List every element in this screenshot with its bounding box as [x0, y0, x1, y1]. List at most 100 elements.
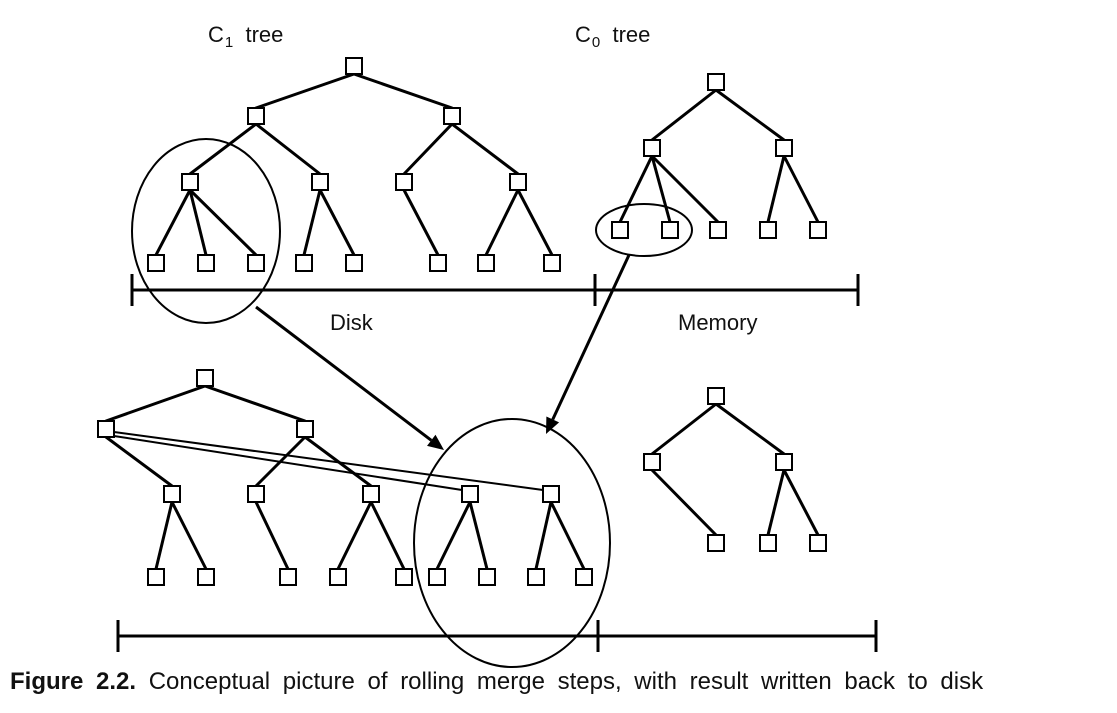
merged-c1-tree-edge [154, 500, 174, 571]
c1-tree-node [509, 173, 527, 191]
c0-tree-node [809, 221, 827, 239]
c0-letter: C [575, 22, 591, 47]
c0-tree-edge [618, 154, 654, 224]
c1-tree-edge [352, 72, 454, 110]
c1-tree-edge [302, 188, 322, 257]
c0-to-merge-arrow-head [546, 416, 560, 434]
merged-c1-tree-node [279, 568, 297, 586]
merged-c1-tree-edge [104, 435, 174, 488]
merge-pointer-line [113, 435, 463, 491]
merged-c1-tree-node [395, 568, 413, 586]
merged-c1-tree-node [147, 568, 165, 586]
remaining-c0-tree-node [643, 453, 661, 471]
c1-word: tree [245, 22, 284, 47]
c0-tree-node [775, 139, 793, 157]
c1-tree-edge [402, 188, 440, 257]
c0-tree-node [709, 221, 727, 239]
c1-tree-node [247, 107, 265, 125]
c0-tree-node [643, 139, 661, 157]
c0-tree-edge [650, 88, 718, 142]
c1-tree-node [543, 254, 561, 272]
disk-label: Disk [330, 310, 373, 335]
memory-label: Memory [678, 310, 758, 335]
caption-text: Conceptual picture of rolling merge step… [148, 668, 984, 695]
merged-new-subtree-edge [534, 500, 553, 571]
c1-tree-edge [188, 188, 208, 257]
c0-tree-node [611, 221, 629, 239]
merged-new-subtree-edge [435, 500, 472, 571]
remaining-c0-tree-node [775, 453, 793, 471]
caption-figure-number: Figure 2.2. [10, 668, 137, 695]
remaining-c0-tree-node [759, 534, 777, 552]
merged-c1-tree-node [247, 485, 265, 503]
c1-to-merge-arrow-head [427, 434, 444, 450]
remaining-c0-tree-edge [714, 402, 786, 456]
c0-tree-node [661, 221, 679, 239]
c1-tree-node [197, 254, 215, 272]
c0-tree-edge [714, 88, 786, 142]
c0-tree-edge [782, 154, 820, 224]
merged-result-highlight [413, 418, 611, 668]
c1-tree-node [147, 254, 165, 272]
merged-new-subtree-node [478, 568, 496, 586]
c1-tree-edge [188, 122, 258, 176]
c1-subscript: 1 [224, 34, 234, 51]
c1-tree-edge [254, 122, 322, 176]
merged-c1-tree-edge [104, 384, 207, 423]
merged-c1-tree-node [329, 568, 347, 586]
c0-word: tree [612, 22, 651, 47]
merged-new-subtree-node [428, 568, 446, 586]
c1-tree-node [181, 173, 199, 191]
c0-subscript: 0 [591, 34, 601, 51]
merged-c1-tree-edge [336, 500, 373, 571]
merged-c1-tree-node [197, 568, 215, 586]
c1-letter: C [208, 22, 224, 47]
c0-tree-edge [650, 154, 672, 224]
remaining-c0-tree-node [809, 534, 827, 552]
merged-c1-tree-node [196, 369, 214, 387]
remaining-c0-tree-edge [782, 468, 820, 537]
c1-tree-edge [484, 188, 520, 257]
c0-to-merge-arrow-line [551, 254, 631, 421]
merge-pointer-line [113, 431, 544, 491]
c1-tree-node [295, 254, 313, 272]
merged-new-subtree-node [542, 485, 560, 503]
c1-tree-edge [154, 188, 192, 257]
merged-c1-tree-node [163, 485, 181, 503]
c1-tree-edge [188, 188, 258, 257]
merged-c1-tree-edge [369, 500, 406, 571]
c1-tree-label: C1 tree [208, 22, 284, 51]
c1-tree-edge [402, 122, 454, 176]
c1-tree-edge [318, 188, 356, 257]
c1-tree-node [443, 107, 461, 125]
c0-tree-label: C0 tree [575, 22, 651, 51]
merged-c1-tree-node [296, 420, 314, 438]
merged-new-subtree-node [575, 568, 593, 586]
c1-tree-node [345, 57, 363, 75]
merged-c1-tree-node [362, 485, 380, 503]
merged-c1-tree-edge [170, 500, 208, 571]
remaining-c0-tree-edge [650, 402, 718, 456]
c1-tree-node [311, 173, 329, 191]
c1-tree-node [345, 254, 363, 272]
merged-new-subtree-node [527, 568, 545, 586]
c1-tree-node [395, 173, 413, 191]
remaining-c0-tree-edge [766, 468, 786, 537]
c0-tree-node [759, 221, 777, 239]
c0-tree-node [707, 73, 725, 91]
c1-tree-node [477, 254, 495, 272]
c0-tree-edge [766, 154, 786, 224]
c0-leaves-highlight [595, 203, 693, 257]
c0-tree-edge [650, 154, 720, 224]
merged-c1-tree-edge [203, 384, 307, 423]
c1-to-merge-arrow-line [255, 305, 433, 442]
remaining-c0-tree-node [707, 387, 725, 405]
merged-new-subtree-node [461, 485, 479, 503]
c1-tree-node [429, 254, 447, 272]
merged-new-subtree-edge [468, 500, 489, 571]
figure-caption: Figure 2.2. Conceptual picture of rollin… [10, 668, 1110, 696]
c1-tree-node [247, 254, 265, 272]
c1-subtree-highlight [131, 138, 281, 324]
remaining-c0-tree-edge [650, 468, 718, 537]
merged-c1-tree-node [97, 420, 115, 438]
